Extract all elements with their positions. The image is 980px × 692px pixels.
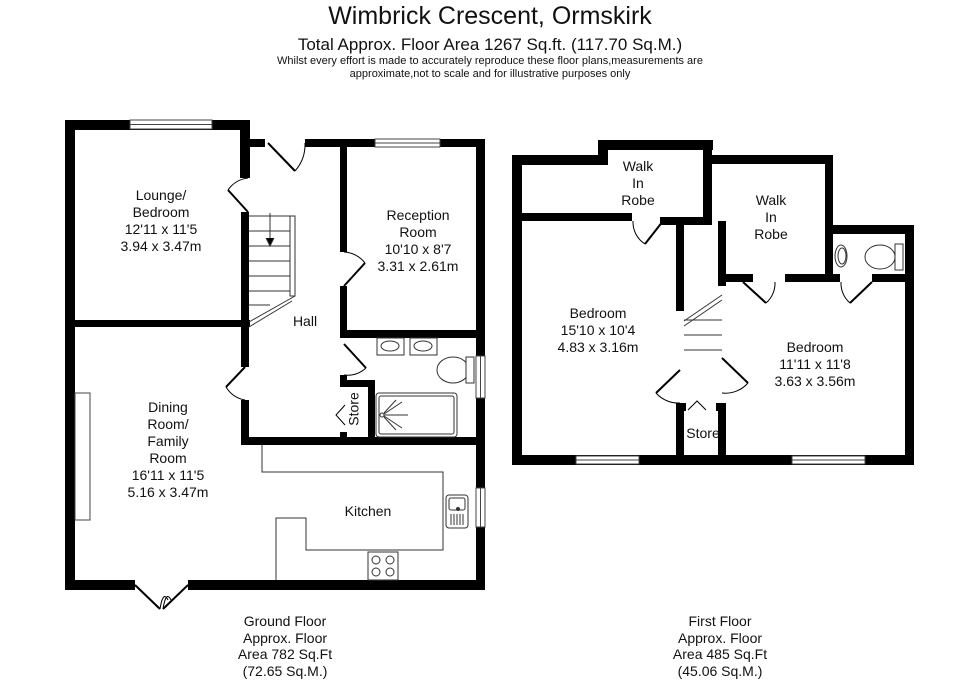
- room-label-lounge-bedroom: Lounge/ Bedroom 12'11 x 11'5 3.94 x 3.47…: [120, 187, 202, 254]
- room-label-reception-room: Reception Room 10'10 x 8'7 3.31 x 2.61m: [377, 207, 459, 274]
- plan-title: Wimbrick Crescent, Ormskirk: [328, 2, 652, 30]
- first-floor-summary: First Floor Approx. Floor Area 485 Sq.Ft…: [672, 613, 768, 679]
- room-label-store-ground: Store: [345, 392, 362, 426]
- kitchen-fixtures: [261, 445, 469, 581]
- total-floor-area: Total Approx. Floor Area 1267 Sq.ft. (11…: [297, 35, 683, 54]
- room-label-walk-in-robe-1: Walk In Robe: [621, 158, 655, 208]
- ground-floor-doors: [134, 142, 367, 610]
- bathroom-fixtures: [375, 337, 475, 438]
- room-label-bedroom-2: Bedroom 11'11 x 11'8 3.63 x 3.56m: [774, 339, 856, 389]
- room-label-hall: Hall: [292, 313, 318, 329]
- disclaimer: Whilst every effort is made to accuratel…: [0, 55, 980, 81]
- ground-floor-stairs: [248, 213, 296, 328]
- room-label-bedroom-1: Bedroom 15'10 x 10'4 4.83 x 3.16m: [557, 305, 639, 355]
- room-label-walk-in-robe-2: Walk In Robe: [754, 192, 788, 242]
- first-floor-walls: [512, 140, 914, 465]
- room-label-kitchen: Kitchen: [344, 503, 392, 519]
- ground-floor-windows: [74, 119, 486, 528]
- room-label-store-first: Store: [686, 425, 720, 441]
- room-label-dining-family-room: Dining Room/ Family Room 16'11 x 11'5 5.…: [127, 399, 209, 500]
- wc-fixtures: [834, 243, 904, 271]
- first-floor-windows: [575, 455, 866, 465]
- disclaimer-line-2: approximate,not to scale and for illustr…: [349, 68, 631, 80]
- ground-floor-summary: Ground Floor Approx. Floor Area 782 Sq.F…: [237, 613, 333, 679]
- first-floor-doors: [632, 220, 873, 411]
- first-floor-stairs: [683, 294, 723, 351]
- disclaimer-line-1: Whilst every effort is made to accuratel…: [277, 55, 703, 67]
